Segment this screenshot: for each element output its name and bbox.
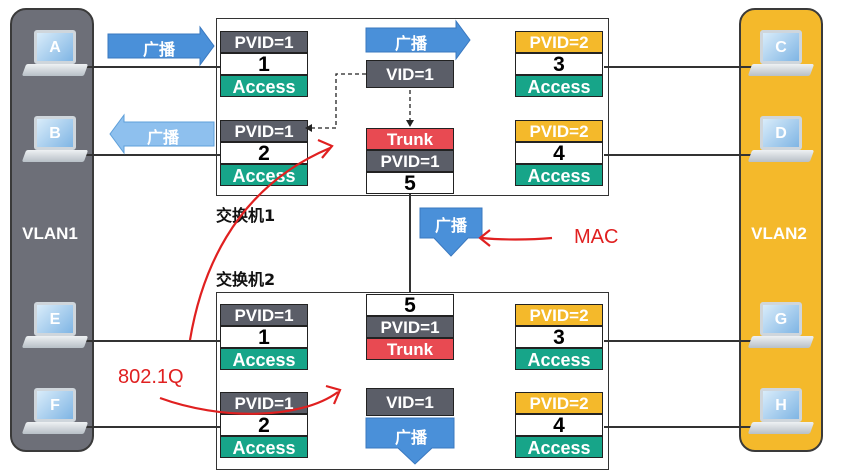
host-d: D [747,116,815,170]
link-e-port1 [78,340,220,342]
host-b: B [21,116,89,170]
link-b-port2 [78,154,220,156]
switch2-title: 交换机2 [216,270,276,289]
link-a-port1 [78,66,220,68]
broadcast-label-bottom: 广播 [394,428,427,447]
vlan1-label: VLAN1 [22,224,78,243]
link-h-port4 [604,426,752,428]
link-f-port2 [78,426,220,428]
broadcast-arrow-a [107,25,215,67]
broadcast-label-a: 广播 [142,40,175,59]
annotation-mac: MAC [574,226,619,248]
switch1-title: 交换机1 [216,206,276,225]
broadcast-arrow-mid [419,207,483,257]
red-arrow-dot1q-right [159,391,339,415]
vlan1-panel [10,8,94,452]
annotation-802-1q: 802.1Q [118,366,184,388]
broadcast-label-top: 广播 [394,34,427,53]
link-d-port4 [604,154,752,156]
broadcast-label-b: 广播 [146,128,179,147]
broadcast-arrow-bottom [365,417,455,465]
host-c: C [747,30,815,84]
broadcast-arrow-b [109,113,215,155]
link-c-port3 [604,66,752,68]
link-g-port3 [604,340,752,342]
host-a: A [21,30,89,84]
sw1-vid-tag: VID=1 [366,60,454,88]
red-arrow-mac [481,236,553,241]
broadcast-label-mid: 广播 [434,216,467,235]
dashed-to-port2 [312,73,366,129]
host-g: G [747,302,815,356]
host-e: E [21,302,89,356]
host-f: F [21,388,89,442]
vlan2-panel [739,8,823,452]
sw2-vid-tag: VID=1 [366,388,454,416]
red-arrow-dot1q-up [188,146,331,341]
broadcast-arrow-top [365,19,471,61]
host-h: H [747,388,815,442]
trunk-link [409,194,411,292]
vlan2-label: VLAN2 [751,224,807,243]
